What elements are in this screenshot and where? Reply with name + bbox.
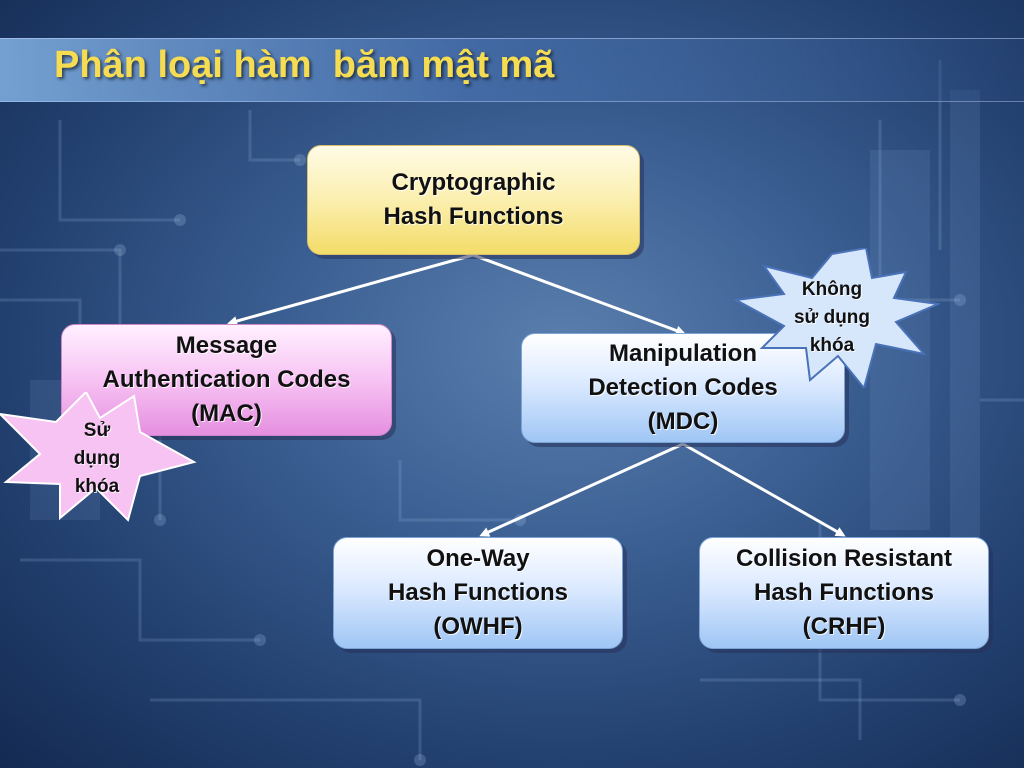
node-line: (MAC) bbox=[191, 400, 262, 427]
callout-no-key-text: Không sử dụng khóa bbox=[780, 276, 884, 360]
callout-line: sử dụng bbox=[793, 307, 871, 328]
node-crhf: Collision Resistant Hash Functions (CRHF… bbox=[699, 537, 989, 649]
connector-root-to-mdc bbox=[472, 253, 686, 336]
connector-mdc-to-owhf bbox=[479, 442, 684, 537]
callout-line: dụng bbox=[73, 448, 121, 469]
callout-uses-key-text: Sử dụng khóa bbox=[52, 417, 142, 501]
callout-uses-key-burst bbox=[0, 392, 197, 522]
node-cryptographic-hash-functions: Cryptographic Hash Functions bbox=[307, 145, 640, 255]
title-bar bbox=[0, 38, 1024, 102]
connector-root-to-mac bbox=[227, 253, 474, 326]
node-line: Manipulation bbox=[609, 340, 757, 367]
node-line: (CRHF) bbox=[802, 613, 886, 640]
node-line: Hash Functions bbox=[383, 203, 564, 230]
node-line: One-Way bbox=[426, 545, 530, 572]
callout-line: khóa bbox=[74, 476, 120, 497]
node-mdc: Manipulation Detection Codes (MDC) bbox=[521, 333, 845, 443]
node-line: Hash Functions bbox=[387, 579, 568, 606]
node-line: (MDC) bbox=[647, 408, 719, 435]
callout-line: khóa bbox=[809, 335, 855, 356]
connector-mdc-to-crhf bbox=[682, 442, 846, 537]
callout-line: Không bbox=[801, 279, 863, 300]
node-line: Hash Functions bbox=[753, 579, 934, 606]
node-owhf: One-Way Hash Functions (OWHF) bbox=[333, 537, 623, 649]
slide-title: Phân loại hàm băm mật mã bbox=[54, 44, 555, 86]
callout-no-key-burst bbox=[732, 248, 940, 388]
node-line: Message bbox=[175, 332, 278, 359]
node-line: Detection Codes bbox=[588, 374, 778, 401]
node-line: (OWHF) bbox=[433, 613, 523, 640]
callout-line: Sử bbox=[83, 420, 111, 441]
node-line: Collision Resistant bbox=[735, 545, 953, 572]
node-line: Authentication Codes bbox=[102, 366, 351, 393]
node-line: Cryptographic bbox=[391, 169, 556, 196]
